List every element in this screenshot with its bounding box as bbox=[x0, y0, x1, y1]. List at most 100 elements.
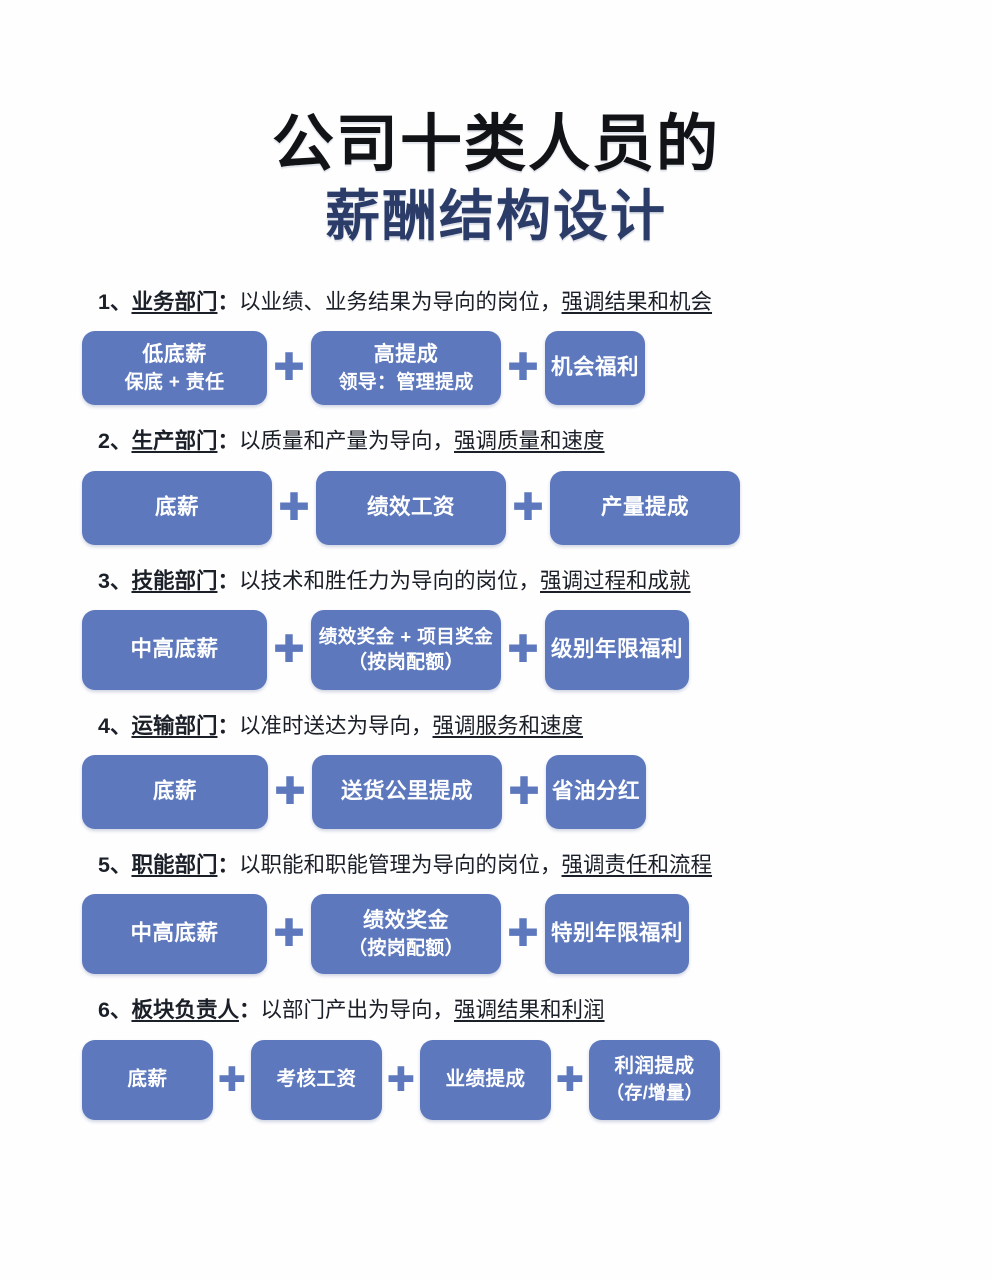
salary-component-box: 底薪 bbox=[82, 1039, 213, 1120]
section-description: 以质量和产量为导向， bbox=[239, 429, 455, 454]
section-heading: 6、板块负责人：以部门产出为导向，强调结果和利润 bbox=[80, 994, 912, 1026]
component-line1: 高提成 bbox=[373, 343, 439, 367]
formula-row: 低底薪 保底 + 责任 ✚ 高提成 领导：管理提成 ✚ 机会福利 bbox=[80, 331, 912, 406]
component-line1: 底薪 bbox=[154, 494, 199, 519]
salary-component-box: 利润提成 （存/增量） bbox=[589, 1039, 720, 1120]
component-line2: （按岗配额） bbox=[348, 937, 464, 959]
formula-row: 底薪 ✚ 绩效工资 ✚ 产量提成 bbox=[80, 470, 912, 545]
component-line1: 绩效奖金 + 项目奖金 bbox=[318, 625, 494, 647]
salary-component-box: 中高底薪 bbox=[82, 609, 267, 690]
section-colon: ： bbox=[217, 290, 239, 315]
plus-icon: ✚ bbox=[278, 486, 310, 529]
component-line2: （按岗配额） bbox=[348, 651, 464, 673]
component-line1: 考核工资 bbox=[276, 1068, 357, 1091]
salary-component-box: 考核工资 bbox=[251, 1039, 382, 1120]
formula-row: 中高底薪 ✚ 绩效奖金 + 项目奖金 （按岗配额） ✚ 级别年限福利 bbox=[80, 609, 912, 690]
component-line2: 领导：管理提成 bbox=[338, 371, 474, 393]
section-description: 以技术和胜任力为导向的岗位， bbox=[239, 568, 541, 593]
section-description: 以准时送达为导向， bbox=[239, 713, 433, 738]
component-line1: 级别年限福利 bbox=[551, 636, 684, 661]
section-business-department: 1、业务部门：以业绩、业务结果为导向的岗位，强调结果和机会 低底薪 保底 + 责… bbox=[80, 286, 912, 406]
component-line1: 底薪 bbox=[152, 779, 197, 804]
plus-icon: ✚ bbox=[555, 1060, 585, 1099]
salary-component-box: 底薪 bbox=[82, 470, 272, 545]
section-index: 1、 bbox=[98, 290, 132, 315]
section-description: 以业绩、业务结果为导向的岗位， bbox=[239, 290, 562, 315]
section-index: 3、 bbox=[98, 568, 132, 593]
section-heading: 2、生产部门：以质量和产量为导向，强调质量和速度 bbox=[80, 425, 912, 457]
sections-container: 1、业务部门：以业绩、业务结果为导向的岗位，强调结果和机会 低底薪 保底 + 责… bbox=[0, 286, 992, 1120]
component-line1: 省油分红 bbox=[552, 779, 641, 804]
section-emphasis: 强调质量和速度 bbox=[454, 429, 605, 454]
section-colon: ： bbox=[217, 568, 239, 593]
salary-component-box: 底薪 bbox=[82, 755, 268, 830]
section-department: 技能部门 bbox=[131, 568, 218, 593]
section-emphasis: 强调过程和成就 bbox=[540, 568, 691, 593]
section-department: 生产部门 bbox=[131, 429, 218, 454]
section-heading: 4、运输部门：以准时送达为导向，强调服务和速度 bbox=[80, 710, 912, 742]
salary-component-box: 高提成 领导：管理提成 bbox=[311, 331, 501, 406]
component-line1: 业绩提成 bbox=[445, 1068, 526, 1091]
plus-icon: ✚ bbox=[386, 1060, 416, 1099]
section-index: 4、 bbox=[98, 713, 132, 738]
component-line1: 绩效工资 bbox=[366, 494, 455, 519]
section-functional-department: 5、职能部门：以职能和职能管理为导向的岗位，强调责任和流程 中高底薪 ✚ 绩效奖… bbox=[80, 849, 912, 975]
salary-component-box: 省油分红 bbox=[546, 755, 647, 830]
salary-component-box: 送货公里提成 bbox=[312, 755, 502, 830]
section-colon: ： bbox=[217, 853, 239, 878]
salary-component-box: 业绩提成 bbox=[420, 1039, 551, 1120]
section-heading: 5、职能部门：以职能和职能管理为导向的岗位，强调责任和流程 bbox=[80, 849, 912, 881]
plus-icon: ✚ bbox=[273, 628, 305, 671]
section-emphasis: 强调责任和流程 bbox=[561, 853, 713, 878]
salary-component-box: 绩效工资 bbox=[316, 470, 506, 545]
component-line2: （存/增量） bbox=[606, 1082, 703, 1103]
plus-icon: ✚ bbox=[273, 913, 305, 956]
component-line1: 产量提成 bbox=[600, 494, 689, 519]
formula-row: 中高底薪 ✚ 绩效奖金 （按岗配额） ✚ 特别年限福利 bbox=[80, 894, 912, 975]
section-index: 6、 bbox=[98, 998, 132, 1023]
section-emphasis: 强调结果和利润 bbox=[454, 998, 605, 1023]
section-department: 板块负责人 bbox=[131, 998, 239, 1023]
component-line1: 中高底薪 bbox=[130, 636, 219, 661]
section-department: 运输部门 bbox=[131, 713, 218, 738]
section-transport-department: 4、运输部门：以准时送达为导向，强调服务和速度 底薪 ✚ 送货公里提成 ✚ 省油… bbox=[80, 710, 912, 830]
section-description: 以部门产出为导向， bbox=[260, 998, 455, 1023]
section-index: 5、 bbox=[98, 853, 132, 878]
section-description: 以职能和职能管理为导向的岗位， bbox=[239, 853, 562, 878]
plus-icon: ✚ bbox=[274, 771, 306, 814]
formula-row: 底薪 ✚ 考核工资 ✚ 业绩提成 ✚ 利润提成 （存/增量） bbox=[80, 1039, 912, 1120]
plus-icon: ✚ bbox=[507, 347, 539, 390]
component-line2: 保底 + 责任 bbox=[124, 371, 225, 393]
plus-icon: ✚ bbox=[512, 486, 544, 529]
section-department: 职能部门 bbox=[131, 853, 218, 878]
section-colon: ： bbox=[238, 998, 261, 1023]
salary-component-box: 绩效奖金 （按岗配额） bbox=[311, 894, 501, 975]
page-title-line1: 公司十类人员的 bbox=[271, 110, 720, 179]
plus-icon: ✚ bbox=[217, 1060, 247, 1099]
section-index: 2、 bbox=[98, 429, 132, 454]
formula-row: 底薪 ✚ 送货公里提成 ✚ 省油分红 bbox=[80, 755, 912, 830]
component-line1: 底薪 bbox=[127, 1068, 168, 1091]
salary-component-box: 低底薪 保底 + 责任 bbox=[82, 331, 267, 406]
section-heading: 3、技能部门：以技术和胜任力为导向的岗位，强调过程和成就 bbox=[80, 565, 912, 597]
component-line1: 机会福利 bbox=[551, 355, 640, 380]
section-emphasis: 强调服务和速度 bbox=[432, 713, 584, 738]
component-line1: 送货公里提成 bbox=[340, 779, 473, 804]
section-production-department: 2、生产部门：以质量和产量为导向，强调质量和速度 底薪 ✚ 绩效工资 ✚ 产量提… bbox=[80, 425, 912, 545]
section-colon: ： bbox=[217, 429, 239, 454]
plus-icon: ✚ bbox=[507, 913, 539, 956]
section-department: 业务部门 bbox=[131, 290, 218, 315]
plus-icon: ✚ bbox=[273, 347, 305, 390]
plus-icon: ✚ bbox=[507, 628, 539, 671]
component-line1: 绩效奖金 bbox=[363, 909, 449, 933]
salary-component-box: 中高底薪 bbox=[82, 894, 267, 975]
salary-component-box: 绩效奖金 + 项目奖金 （按岗配额） bbox=[311, 609, 501, 690]
title-block: 公司十类人员的 薪酬结构设计 bbox=[0, 0, 992, 248]
salary-component-box: 特别年限福利 bbox=[545, 894, 690, 975]
salary-component-box: 产量提成 bbox=[550, 470, 740, 545]
section-division-head: 6、板块负责人：以部门产出为导向，强调结果和利润 底薪 ✚ 考核工资 ✚ 业绩提… bbox=[80, 994, 912, 1120]
component-line1: 中高底薪 bbox=[130, 921, 219, 946]
plus-icon: ✚ bbox=[508, 771, 540, 814]
salary-component-box: 级别年限福利 bbox=[545, 609, 690, 690]
component-line1: 低底薪 bbox=[142, 343, 207, 367]
